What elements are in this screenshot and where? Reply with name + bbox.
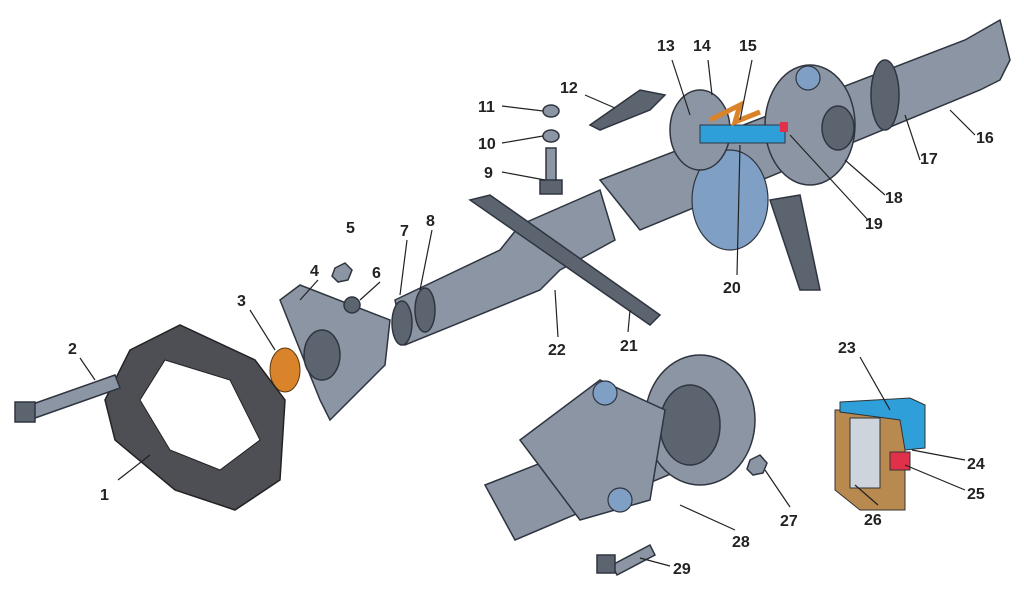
label-23: 23 bbox=[838, 340, 856, 357]
label-29: 29 bbox=[673, 561, 691, 578]
label-21: 21 bbox=[620, 338, 638, 355]
bolt-2 bbox=[14, 374, 121, 423]
label-17: 17 bbox=[920, 151, 938, 168]
label-10: 10 bbox=[478, 136, 496, 153]
label-28: 28 bbox=[732, 534, 750, 551]
label-2: 2 bbox=[68, 341, 77, 358]
label-1: 1 bbox=[100, 487, 109, 504]
seal-section-detail bbox=[834, 397, 926, 511]
label-3: 3 bbox=[237, 293, 246, 310]
label-26: 26 bbox=[864, 512, 882, 529]
label-18: 18 bbox=[885, 190, 903, 207]
label-9: 9 bbox=[484, 165, 493, 182]
label-27: 27 bbox=[780, 513, 798, 530]
label-5: 5 bbox=[346, 220, 355, 237]
support-bracket bbox=[468, 149, 821, 326]
label-6: 6 bbox=[372, 265, 381, 282]
label-7: 7 bbox=[400, 223, 409, 240]
label-19: 19 bbox=[865, 216, 883, 233]
rear-universal-joint bbox=[483, 354, 768, 577]
bolt-9 bbox=[539, 104, 563, 195]
flange-and-bushing bbox=[269, 262, 391, 422]
label-20: 20 bbox=[723, 280, 741, 297]
label-25: 25 bbox=[967, 486, 985, 503]
label-12: 12 bbox=[560, 80, 578, 97]
label-15: 15 bbox=[739, 38, 757, 55]
label-11: 11 bbox=[478, 99, 495, 116]
label-14: 14 bbox=[693, 38, 711, 55]
center-bearing bbox=[588, 89, 788, 171]
flexible-coupling bbox=[104, 324, 286, 511]
label-22: 22 bbox=[548, 342, 566, 359]
front-shaft bbox=[391, 188, 616, 347]
label-16: 16 bbox=[976, 130, 994, 147]
leader-lines bbox=[79, 59, 976, 567]
part-number-labels: 1 2 3 4 5 6 7 8 9 10 11 12 13 14 15 16 1… bbox=[68, 38, 994, 578]
label-8: 8 bbox=[426, 213, 435, 230]
label-24: 24 bbox=[967, 456, 985, 473]
label-13: 13 bbox=[657, 38, 675, 55]
label-4: 4 bbox=[310, 263, 319, 280]
